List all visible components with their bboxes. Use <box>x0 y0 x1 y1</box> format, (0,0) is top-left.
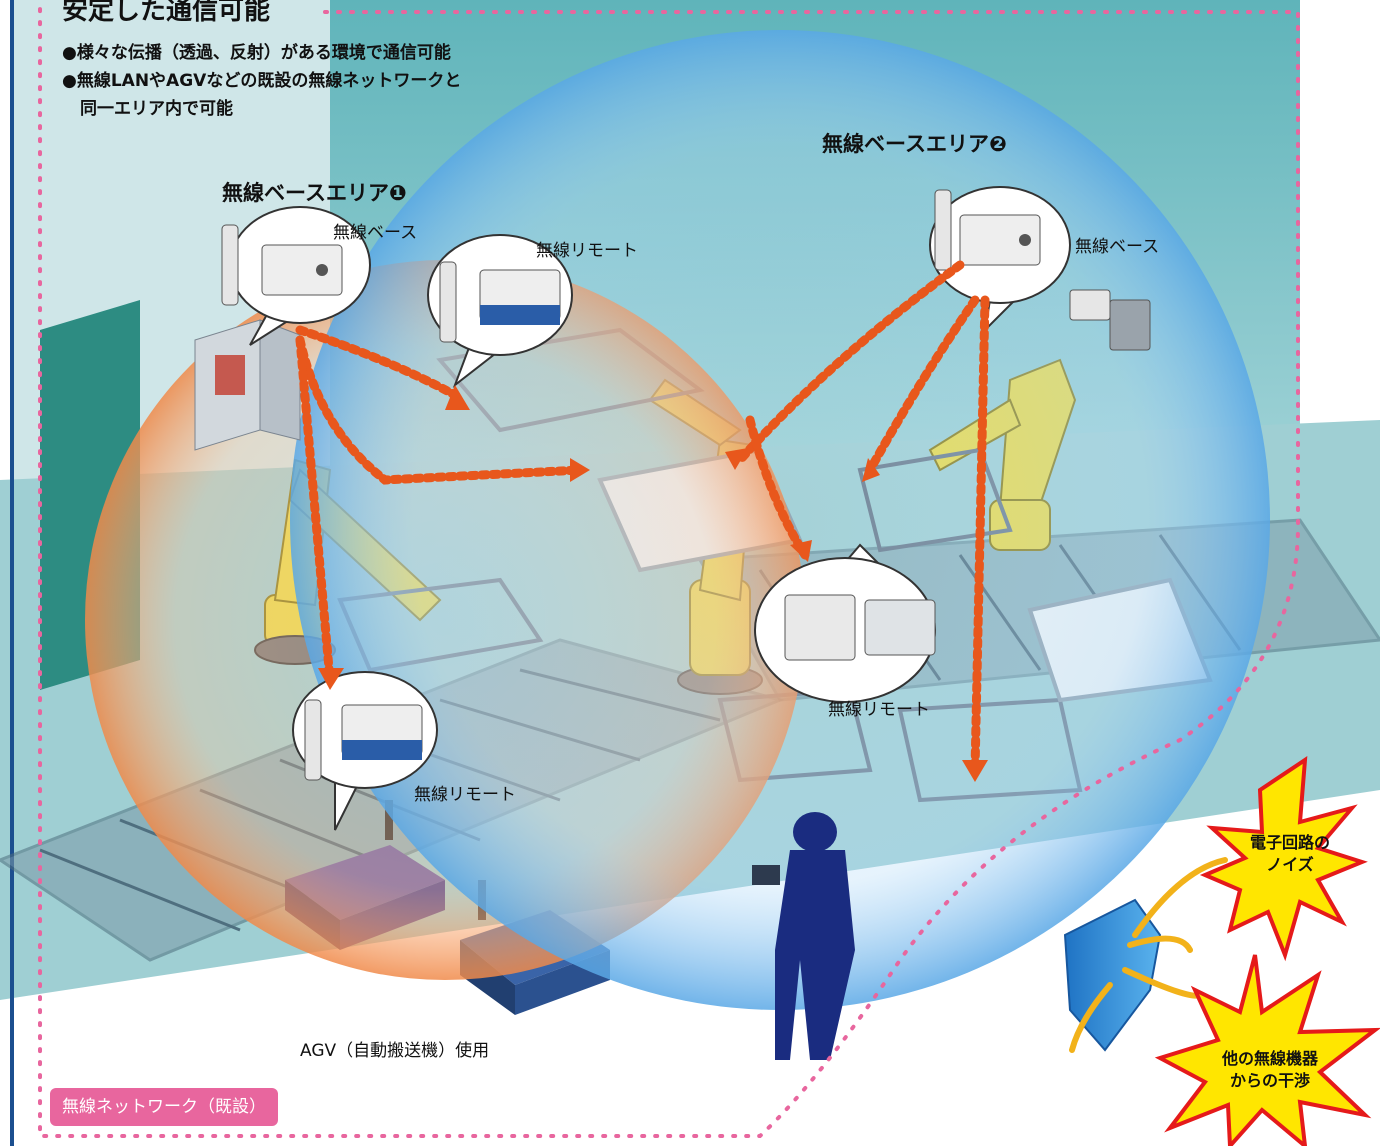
base-label-1: 無線ベース <box>333 223 418 243</box>
device-bubble-base-2 <box>929 186 1071 333</box>
worker-with-tablet <box>752 812 855 1060</box>
existing-network-boundary <box>38 0 1301 1138</box>
noise-burst <box>1199 756 1368 962</box>
network-tag: 無線ネットワーク（既設） <box>50 1088 278 1126</box>
control-cabinet <box>194 319 301 451</box>
wave-arrowheads <box>318 385 988 782</box>
interference-burst-line-2: からの干渉 <box>1229 1071 1310 1090</box>
wireless-waves <box>295 260 990 775</box>
remote-label-1: 無線リモート <box>536 241 638 261</box>
bullet-3: 同一エリア内で可能 <box>80 99 233 119</box>
noise-burst-line-2: ノイズ <box>1266 855 1314 874</box>
interference-burst <box>1154 954 1380 1146</box>
bullet-1: ●様々な伝播（透過、反射）がある環境で通信可能 <box>62 43 451 63</box>
base-area-2-sphere <box>290 30 1270 1010</box>
agv-label: AGV（自動搬送機）使用 <box>300 1041 490 1061</box>
noise-burst-label: 電子回路の ノイズ <box>1232 832 1348 876</box>
base-device-small <box>1069 289 1151 351</box>
bullet-2: ●無線LANやAGVなどの既設の無線ネットワークと <box>62 71 462 91</box>
base-area-1-title: 無線ベースエリア❶ <box>222 181 407 205</box>
remote-label-2: 無線リモート <box>828 700 930 720</box>
interference-burst-label: 他の無線機器 からの干渉 <box>1200 1048 1340 1092</box>
device-bubble-remote-2 <box>754 543 936 703</box>
page-heading: 安定した通信可能 <box>62 0 271 26</box>
base-label-2: 無線ベース <box>1075 237 1160 257</box>
remote-label-3: 無線リモート <box>414 785 516 805</box>
device-bubble-remote-1 <box>427 234 573 388</box>
device-bubble-base-1 <box>221 206 371 346</box>
noise-burst-line-1: 電子回路の <box>1249 833 1330 852</box>
interference-burst-line-1: 他の無線機器 <box>1221 1049 1318 1068</box>
base-area-2-title: 無線ベースエリア❷ <box>822 132 1007 156</box>
device-bubble-remote-3 <box>292 671 438 831</box>
